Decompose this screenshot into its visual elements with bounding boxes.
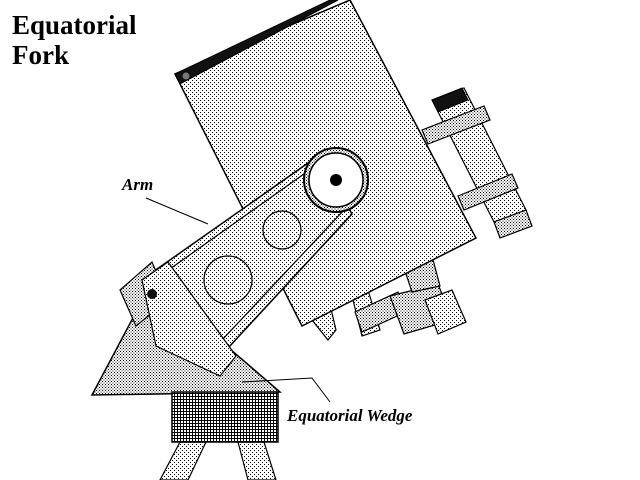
wedge-label: Equatorial Wedge: [287, 406, 413, 425]
wedge-leader-line: [241, 377, 331, 403]
finder-scope: [421, 87, 533, 239]
tripod-legs: [159, 441, 277, 480]
diagram-title: Equatorial Fork: [12, 10, 137, 70]
title-line-1: Equatorial: [12, 10, 137, 40]
arm-label: Arm: [122, 175, 154, 194]
arm-leader-line: [145, 197, 209, 225]
title-line-2: Fork: [12, 40, 69, 70]
equatorial-wedge: [90, 261, 282, 443]
